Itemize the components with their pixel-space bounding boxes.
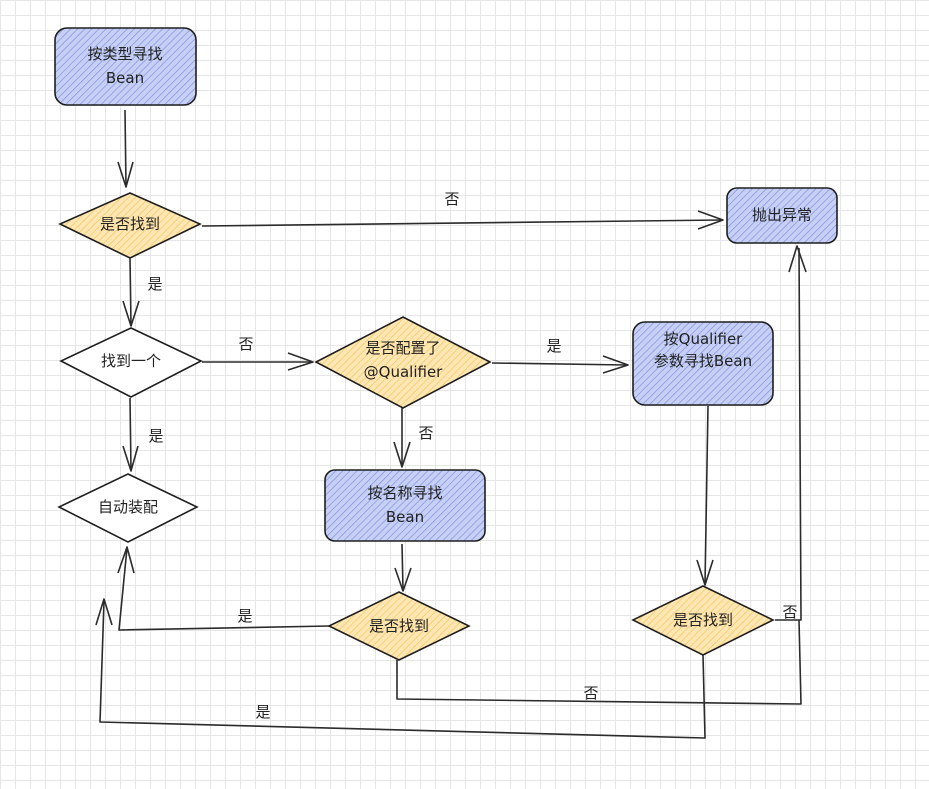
edge-byqualifier-to-found3 (696, 405, 714, 586)
edge-found1-to-one (122, 257, 140, 327)
edge-label-found2-no: 否 (583, 684, 598, 702)
edge-type-to-found1 (117, 109, 134, 188)
node-find-by-name-line2: Bean (386, 508, 424, 526)
edge-one-to-autowire (122, 397, 139, 472)
edge-found2-to-throw (396, 619, 802, 705)
edge-label-one-yes: 是 (148, 427, 163, 445)
node-found-one[interactable]: 找到一个 (59, 327, 203, 398)
edge-byname-to-found2 (394, 543, 412, 592)
edge-found3-to-throw (775, 245, 807, 621)
edge-label-found1-yes: 是 (147, 275, 162, 293)
edge-label-qualifier-no: 否 (418, 424, 433, 442)
edge-found1-to-throw (201, 210, 724, 230)
edge-found3-to-autowire (95, 598, 706, 739)
node-find-by-qualifier[interactable]: 按Qualifier 参数寻找Bean (632, 321, 774, 406)
edge-qualifier-to-byname (393, 408, 411, 468)
node-found-one-label: 找到一个 (101, 352, 161, 370)
edge-qualifier-to-byqualifier (491, 355, 629, 374)
edge-label-found3-no: 否 (782, 603, 797, 621)
edges (95, 109, 807, 739)
node-find-by-name[interactable]: 按名称寻找 Bean (324, 469, 486, 542)
node-find-by-qualifier-line1: 按Qualifier (664, 330, 744, 348)
node-found-1-label: 是否找到 (100, 215, 160, 233)
edge-label-found3-yes: 是 (255, 703, 270, 721)
node-autowire[interactable]: 自动装配 (57, 473, 199, 543)
edge-label-one-no: 否 (238, 335, 253, 353)
node-found-2-label: 是否找到 (369, 617, 429, 635)
node-has-qualifier-line1: 是否配置了 (365, 339, 440, 357)
edge-label-found1-no: 否 (444, 190, 459, 208)
edge-found2-to-autowire (117, 546, 330, 631)
node-found-2[interactable]: 是否找到 (327, 591, 471, 661)
node-found-3[interactable]: 是否找到 (631, 585, 775, 656)
edge-one-to-qualifier (202, 352, 314, 371)
edge-label-qualifier-yes: 是 (546, 337, 561, 355)
node-find-by-type-line2: Bean (106, 69, 144, 87)
node-found-1[interactable]: 是否找到 (58, 192, 202, 259)
node-found-3-label: 是否找到 (673, 611, 733, 629)
node-autowire-label: 自动装配 (98, 498, 158, 516)
edge-label-found2-yes: 是 (237, 607, 252, 625)
node-find-by-name-line1: 按名称寻找 (367, 484, 442, 502)
node-find-by-type-line1: 按类型寻找 (87, 45, 162, 63)
node-find-by-type[interactable]: 按类型寻找 Bean (54, 27, 197, 106)
node-has-qualifier[interactable]: 是否配置了 @Qualifier (314, 316, 492, 409)
node-throw-exception[interactable]: 抛出异常 (726, 187, 838, 244)
node-find-by-qualifier-line2: 参数寻找Bean (654, 352, 752, 370)
node-throw-exception-label: 抛出异常 (752, 206, 812, 224)
node-has-qualifier-line2: @Qualifier (364, 363, 444, 381)
edge-labels: 否 是 否 是 是 否 是 否 否 是 (147, 190, 797, 721)
